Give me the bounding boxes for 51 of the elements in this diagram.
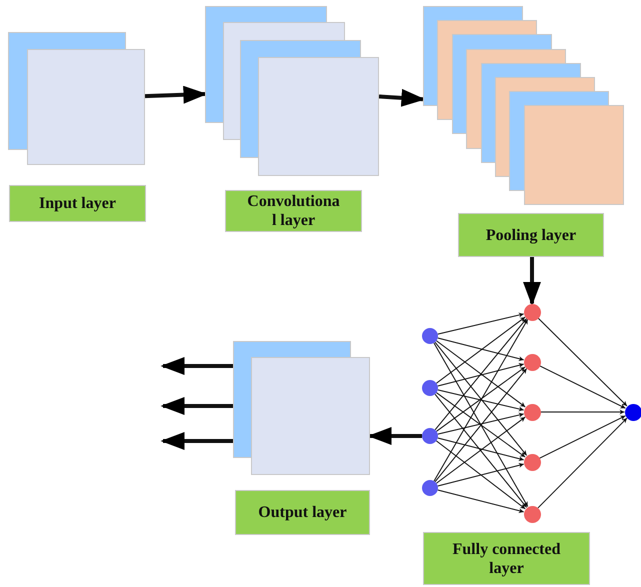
arrow (538, 317, 628, 407)
arrow (437, 389, 524, 412)
neuron-circle (422, 328, 438, 344)
neuron-circle (624, 404, 641, 420)
arrow (539, 365, 626, 409)
neuron-circle (422, 480, 438, 496)
neuron-circle (524, 304, 540, 320)
layer-label: Pooling layer (458, 213, 604, 257)
arrow (368, 427, 422, 445)
arrow (433, 342, 528, 508)
arrow (437, 337, 524, 362)
arrow (378, 89, 425, 108)
arrow (434, 318, 528, 430)
arrow (540, 410, 625, 414)
arrow (436, 340, 526, 408)
arrow (434, 342, 528, 456)
feature-map-stack (205, 6, 379, 176)
neuron-circle (524, 454, 540, 470)
arrow (437, 437, 524, 462)
arrow (436, 316, 526, 384)
arrow (539, 415, 626, 459)
neuron-circle (422, 428, 438, 444)
feature-map-stack (423, 6, 624, 205)
arrow (523, 257, 541, 306)
arrow (436, 366, 526, 432)
layer-label: Output layer (235, 490, 370, 535)
arrow (144, 86, 207, 104)
arrow (161, 397, 233, 415)
arrow (437, 412, 524, 435)
feature-map-stack (8, 32, 145, 165)
arrow (437, 462, 524, 487)
layer-label: Input layer (9, 185, 146, 222)
arrow (434, 318, 528, 482)
layer-label: Convolutiona l layer (225, 190, 362, 232)
arrow (437, 489, 524, 514)
arrow (537, 418, 628, 508)
neuron-circle (524, 404, 540, 420)
arrow (436, 440, 526, 510)
neuron-circle (422, 380, 438, 396)
arrow (436, 416, 526, 484)
arrow (434, 394, 528, 508)
arrow (437, 312, 524, 335)
arrow (436, 392, 526, 458)
arrow (434, 368, 528, 482)
neuron-circle (524, 354, 540, 370)
arrow (161, 357, 233, 375)
feature-map-stack (233, 341, 370, 475)
neuron-circle (524, 506, 540, 522)
arrow (437, 362, 524, 387)
layer-label: Fully connected layer (423, 532, 590, 585)
arrow (161, 432, 233, 450)
